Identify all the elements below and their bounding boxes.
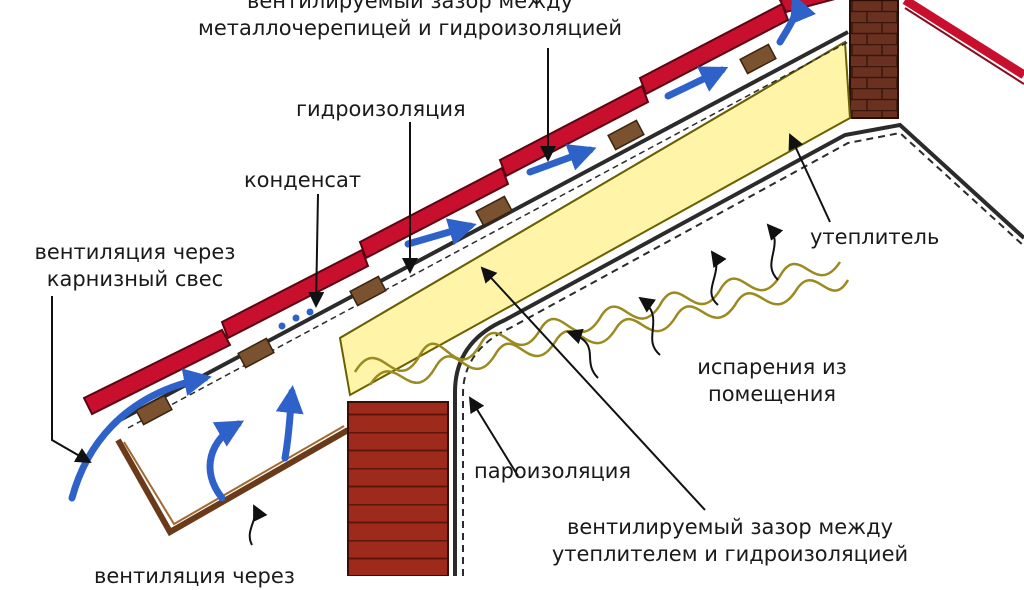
label-condensate: конденсат [244,168,362,192]
condensate-droplets [278,308,314,330]
label-vapour-barrier: пароизоляция [474,459,632,483]
eave-soffit [115,425,350,537]
vapour-arrow-icon [248,223,784,546]
metal-roof-tiles [82,0,836,416]
label-eave-vent-line2: карнизный свес [46,267,224,291]
label-eave-vent-line1: вентиляция через [34,240,236,264]
adjacent-roof-edge [902,0,1024,85]
label-gap-bottom-line2: утеплителем и гидроизоляцией [551,542,909,566]
label-waterproofing: гидроизоляция [296,97,466,121]
battens [135,43,777,426]
label-eave-vent: вентиляция через карнизный свес [20,239,250,293]
label-gap-top-line2: металлочерепицей и гидроизоляцией [198,16,622,40]
label-gap-bottom: вентилируемый зазор между утеплителем и … [505,514,955,568]
label-insulation: утеплитель [810,225,940,249]
label-vapour-line1: испарения из [697,355,847,379]
leader-arrow-icon [51,48,831,511]
insulation-layer [338,40,852,397]
airflow-arrow-icon [68,0,816,502]
label-vapour: испарения из помещения [672,354,872,408]
brick-wall [347,401,449,576]
label-gap-bottom-line1: вентилируемый зазор между [566,515,894,539]
label-gap-top-line1: вентилируемый зазор между [246,0,574,13]
label-bottom-vent: вентиляция через [94,564,295,588]
roof-diagram [51,0,1024,576]
label-vapour-line2: помещения [707,382,837,406]
vapour-barrier-layer [453,122,1024,576]
label-gap-top: вентилируемый зазор между металлочерепиц… [160,0,660,42]
ridge-wall [849,0,899,119]
